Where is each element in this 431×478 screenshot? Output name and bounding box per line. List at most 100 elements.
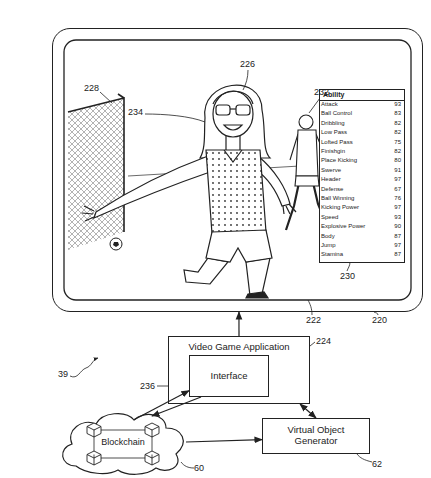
node-label: Video Game Application (188, 342, 289, 353)
block-cube (87, 451, 101, 465)
connector-arrow (238, 312, 239, 336)
leader-arrow (70, 358, 98, 377)
table-cell: Header (321, 176, 341, 182)
leader-line (100, 92, 112, 103)
avatar-hair (200, 85, 270, 158)
interface-box: Interface (189, 355, 269, 397)
avatar-left-leg (184, 258, 228, 284)
cloud-shape (63, 414, 184, 475)
generator-box: Virtual Object Generator (262, 418, 370, 454)
avatar-smile (224, 125, 242, 130)
table-cell: Finishgin (321, 148, 345, 154)
avatar-face (213, 91, 253, 137)
leader-line (145, 114, 205, 122)
table-cell: Attack (321, 101, 338, 107)
table-cell: Speed (321, 214, 338, 220)
display-screen: Ability (52, 28, 423, 312)
table-cell: Swerve (321, 167, 341, 173)
avatar-character (82, 85, 296, 298)
avatar-collar (224, 150, 242, 162)
player-body (296, 130, 318, 176)
table-cell: 97 (378, 204, 401, 210)
block-cube (145, 451, 159, 465)
avatar-glasses (236, 105, 250, 115)
blockchain-cloud: Blockchain (56, 408, 190, 476)
table-cell: 75 (378, 139, 401, 145)
table-heading: Ability (320, 90, 404, 101)
callout-number: 220 (372, 316, 387, 325)
callout-number: 226 (240, 60, 255, 69)
callout-number: 230 (340, 272, 355, 281)
chain-links (94, 430, 152, 458)
avatar-left-hand (82, 206, 94, 221)
table-cell: Dribbling (321, 120, 345, 126)
player-head (299, 115, 313, 129)
callout-number: 228 (84, 84, 99, 93)
callout-number: 60 (194, 464, 204, 473)
table-cell: 87 (378, 251, 401, 257)
callout-number: 224 (316, 337, 331, 346)
table-cell: Ball Winning (321, 195, 354, 201)
leader-line (347, 262, 350, 271)
table-cell: Stamina (321, 251, 343, 257)
leader-line (243, 70, 248, 90)
table-cell: 67 (378, 186, 401, 192)
table-cell: Low Pass (321, 129, 347, 135)
player-shorts (295, 176, 319, 186)
table-cell: 93 (378, 214, 401, 220)
screen-outline (64, 40, 411, 300)
table-cell: Place Kicking (321, 157, 357, 163)
leader-line (374, 312, 378, 315)
table-cell: 82 (378, 148, 401, 154)
table-cell: Jump (321, 242, 336, 248)
leader-line (310, 342, 315, 346)
ball-patch (113, 242, 119, 247)
leader-line (181, 462, 194, 468)
callout-number: 62 (372, 460, 382, 469)
application-box: Video Game ApplicationInterface (168, 336, 310, 404)
connector-arrow (152, 397, 201, 416)
table-cell: 76 (378, 195, 401, 201)
avatar-shirt (206, 150, 266, 234)
avatar-right-leg (246, 258, 270, 296)
node-label: Virtual Object Generator (267, 425, 365, 447)
goal (68, 94, 124, 250)
block-cube (87, 423, 101, 437)
table-cell: 82 (378, 120, 401, 126)
avatar-shorts (206, 230, 272, 262)
connector-arrow (300, 404, 316, 418)
table-cell: Explosive Power (321, 223, 365, 229)
callout-number: 232 (314, 88, 329, 97)
avatar-glasses (216, 105, 230, 115)
block-cube (145, 423, 159, 437)
table-cell: Lofted Pass (321, 139, 353, 145)
ball (110, 238, 122, 250)
node-label: Interface (211, 371, 248, 382)
table-cell: 82 (378, 129, 401, 135)
table-cell: 97 (378, 176, 401, 182)
table-cell: Ball Control (321, 110, 352, 116)
connector-arrow (186, 440, 262, 442)
callout-number: 234 (128, 108, 143, 117)
callout-number: 39 (58, 370, 68, 379)
goal-net (68, 98, 124, 250)
connector-arrow (134, 391, 189, 420)
table-cell: Defense (321, 186, 343, 192)
table-cell: 90 (378, 223, 401, 229)
avatar-bangs (213, 91, 253, 104)
table-cell: 93 (378, 101, 401, 107)
node-label: Blockchain (101, 437, 145, 447)
table-cell: 80 (378, 157, 401, 163)
table-cell: 97 (378, 242, 401, 248)
callout-number: 222 (306, 316, 321, 325)
avatar-left-arm (94, 156, 210, 218)
callout-number: 236 (140, 382, 155, 391)
avatar-glasses-bridge (230, 108, 236, 109)
table-cell: Body (321, 233, 335, 239)
leader-line (308, 300, 312, 315)
avatar-shoe (246, 292, 268, 298)
avatar-right-hand (283, 204, 296, 214)
leader-line (357, 454, 372, 462)
